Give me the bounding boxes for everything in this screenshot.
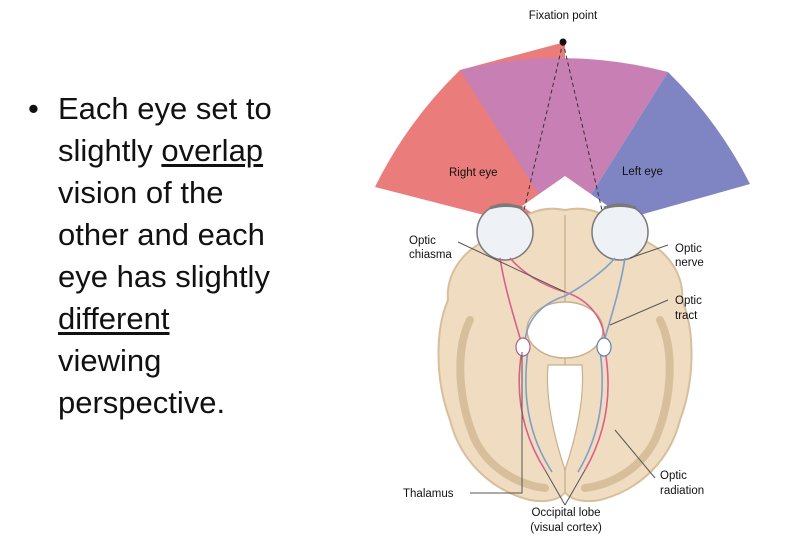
- optic-radiation-label-1: Optic: [660, 470, 687, 482]
- overlap-visual-field: [460, 58, 668, 236]
- bullet-line-7: viewing: [58, 343, 162, 378]
- occipital-lobe-leader: [544, 469, 566, 506]
- bullet-text: Each eye set to slightly overlap vision …: [58, 88, 358, 424]
- bullet-line-1: Each eye set to: [58, 91, 272, 126]
- optic-chiasma-leader: [457, 241, 566, 293]
- thalamus-label: Thalamus: [403, 488, 454, 500]
- optic-nerve-label-1: Optic: [675, 243, 702, 255]
- lateral-geniculate-left: [596, 337, 612, 357]
- optic-nerve-leader: [629, 244, 669, 259]
- brain-inner-fold: [456, 316, 549, 492]
- fixation-point-label: Fixation point: [529, 10, 598, 22]
- thalamus-leader: [470, 352, 523, 494]
- optic-tract-leader: [609, 299, 669, 326]
- left-eye-lens: [603, 203, 637, 210]
- midbrain: [526, 301, 604, 359]
- left-pathway-radiation: [525, 349, 553, 473]
- bullet-line-4: other and each: [58, 217, 265, 252]
- bullet-line-5: eye has slightly: [58, 259, 270, 294]
- left-pathway-radiation: [577, 349, 603, 473]
- bullet-line-8: perspective.: [58, 385, 226, 420]
- right-eye-label: Right eye: [449, 167, 498, 179]
- right-eye-sight-line: [511, 41, 564, 263]
- right-eye-lens: [489, 203, 523, 210]
- optic-radiation-label-2: radiation: [660, 485, 704, 497]
- bullet-symbol: •: [28, 91, 39, 126]
- ventricle: [546, 364, 584, 472]
- brain-inner-fold: [581, 316, 674, 492]
- optic-tract-label-2: tract: [675, 310, 698, 322]
- left-pathway-nerve: [564, 257, 616, 297]
- bullet-line-2-text: slightly: [58, 133, 162, 168]
- fixation-point-dot: [559, 38, 567, 46]
- left-pathway-temporal: [602, 257, 626, 346]
- optic-chiasma-label-2: chiasma: [409, 249, 452, 261]
- left-eyeball: [591, 203, 649, 261]
- optic-radiation-leader: [614, 429, 656, 479]
- occipital-lobe-label-2: (visual cortex): [530, 522, 602, 534]
- underlined-word-overlap: overlap: [161, 133, 264, 168]
- optic-chiasma-label-1: Optic: [409, 235, 436, 247]
- bullet-point: • Each eye set to slightly overlap visio…: [28, 88, 358, 424]
- right-eyeball: [476, 203, 534, 261]
- right-pathway-radiation: [584, 349, 609, 471]
- optic-nerve-label-2: nerve: [675, 257, 704, 269]
- occipital-lobe-label-1: Occipital lobe: [531, 507, 600, 519]
- left-eye-label: Left eye: [622, 166, 663, 178]
- occipital-lobe-leader: [564, 469, 586, 506]
- right-pathway-temporal: [499, 257, 523, 346]
- lateral-geniculate-right: [515, 337, 531, 357]
- bullet-line-2: slightly overlap: [58, 130, 358, 172]
- optic-tract-label-1: Optic: [675, 295, 702, 307]
- bullet-line-3: vision of the: [58, 175, 224, 210]
- underlined-word-different: different: [58, 301, 170, 336]
- left-eye-sight-line: [562, 41, 615, 263]
- left-eye-visual-field: [565, 72, 750, 236]
